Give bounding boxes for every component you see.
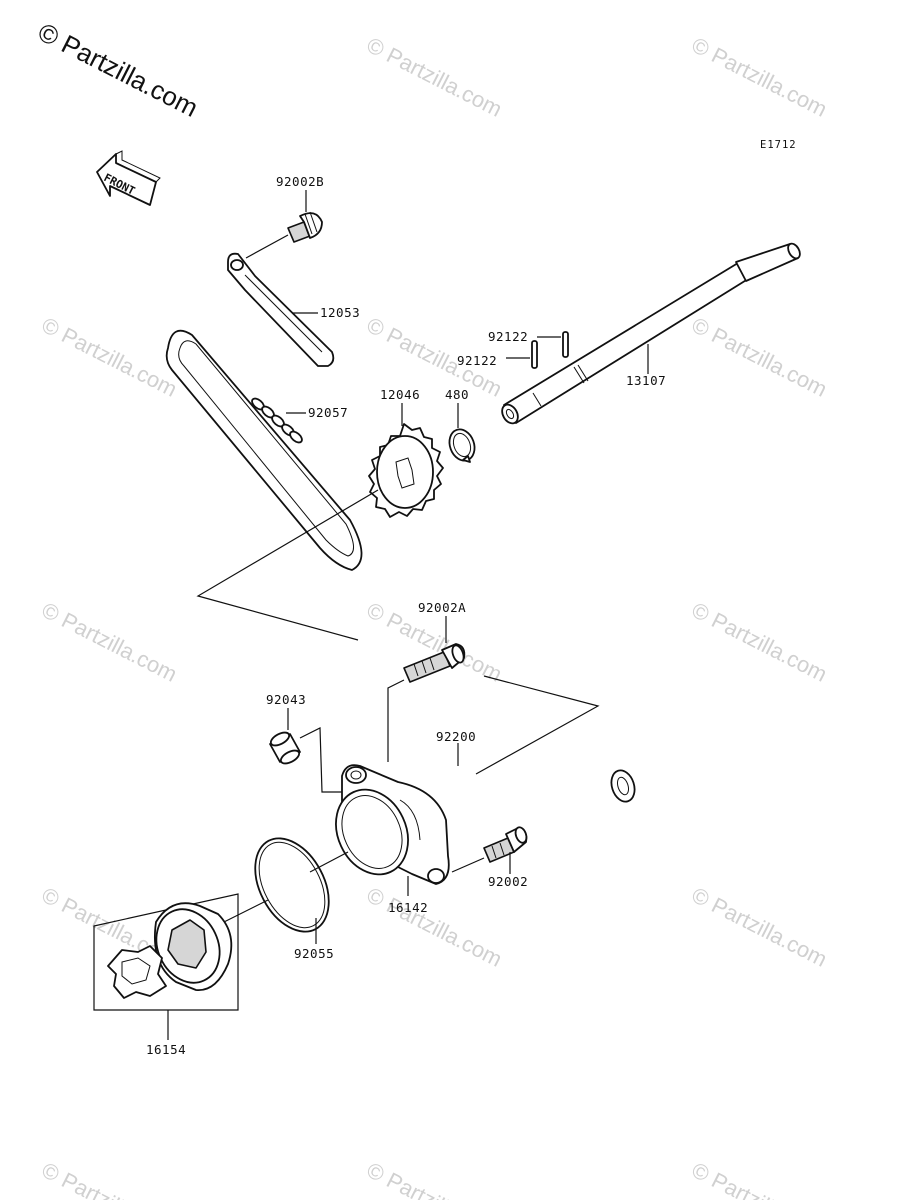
watermark: © Partzilla.com	[363, 1157, 506, 1200]
watermark: © Partzilla.com	[688, 312, 831, 402]
assembly-line-dowel	[299, 727, 344, 793]
bolt-92002	[483, 826, 528, 863]
watermark: © Partzilla.com	[38, 1157, 181, 1200]
front-arrow-icon: FRONT	[96, 150, 161, 206]
part-label-92002B[interactable]: 92002B	[276, 174, 324, 189]
part-label-13107[interactable]: 13107	[626, 373, 666, 388]
part-label-92057[interactable]: 92057	[308, 405, 348, 420]
part-label-92122-b[interactable]: 92122	[457, 353, 497, 368]
assembly-line-oring	[309, 851, 349, 873]
part-label-12046[interactable]: 12046	[380, 387, 420, 402]
o-ring-92055	[254, 837, 330, 933]
dowel-92043	[269, 731, 301, 765]
pump-body-16142	[335, 764, 450, 885]
watermark: © Partzilla.com	[688, 1157, 831, 1200]
watermark: © Partzilla.com	[688, 32, 831, 122]
bolt-92002B	[287, 211, 323, 243]
pin-92122-b	[531, 340, 538, 369]
watermark: © Partzilla.com	[363, 882, 506, 972]
rotor-set-16154	[93, 893, 269, 1011]
circlip-480	[448, 428, 476, 463]
diagram-code: E1712	[760, 139, 797, 151]
chain-links	[251, 397, 303, 444]
part-label-92055[interactable]: 92055	[294, 946, 334, 961]
assembly-line-upper	[196, 489, 379, 641]
watermark: © Partzilla.com	[688, 882, 831, 972]
washer-92200	[610, 769, 636, 803]
part-label-92043[interactable]: 92043	[266, 692, 306, 707]
part-label-92122-a[interactable]: 92122	[488, 329, 528, 344]
leader-92002-bolt	[451, 857, 485, 873]
chain-guide-12053	[227, 252, 335, 367]
part-label-92002A[interactable]: 92002A	[418, 600, 466, 615]
part-label-16154[interactable]: 16154	[146, 1042, 186, 1057]
assembly-line-bolt	[387, 679, 405, 762]
part-label-92200[interactable]: 92200	[436, 729, 476, 744]
part-label-16142[interactable]: 16142	[388, 900, 428, 915]
part-label-480[interactable]: 480	[445, 387, 469, 402]
watermark: © Partzilla.com	[688, 597, 831, 687]
assembly-line-right	[475, 675, 600, 775]
shaft-13107	[501, 242, 801, 425]
watermark: © Partzilla.com	[38, 597, 181, 687]
part-label-12053[interactable]: 12053	[320, 305, 360, 320]
bolt-92002A	[403, 643, 466, 683]
pin-92122-a	[562, 331, 569, 358]
sprocket-12046	[368, 423, 444, 518]
watermark: © Partzilla.com	[363, 32, 506, 122]
leader-92002B-bolt	[245, 234, 289, 259]
part-label-92002[interactable]: 92002	[488, 874, 528, 889]
chain-92057	[165, 329, 363, 571]
watermark-main: © Partzilla.com	[33, 17, 203, 123]
watermark: © Partzilla.com	[38, 312, 181, 402]
